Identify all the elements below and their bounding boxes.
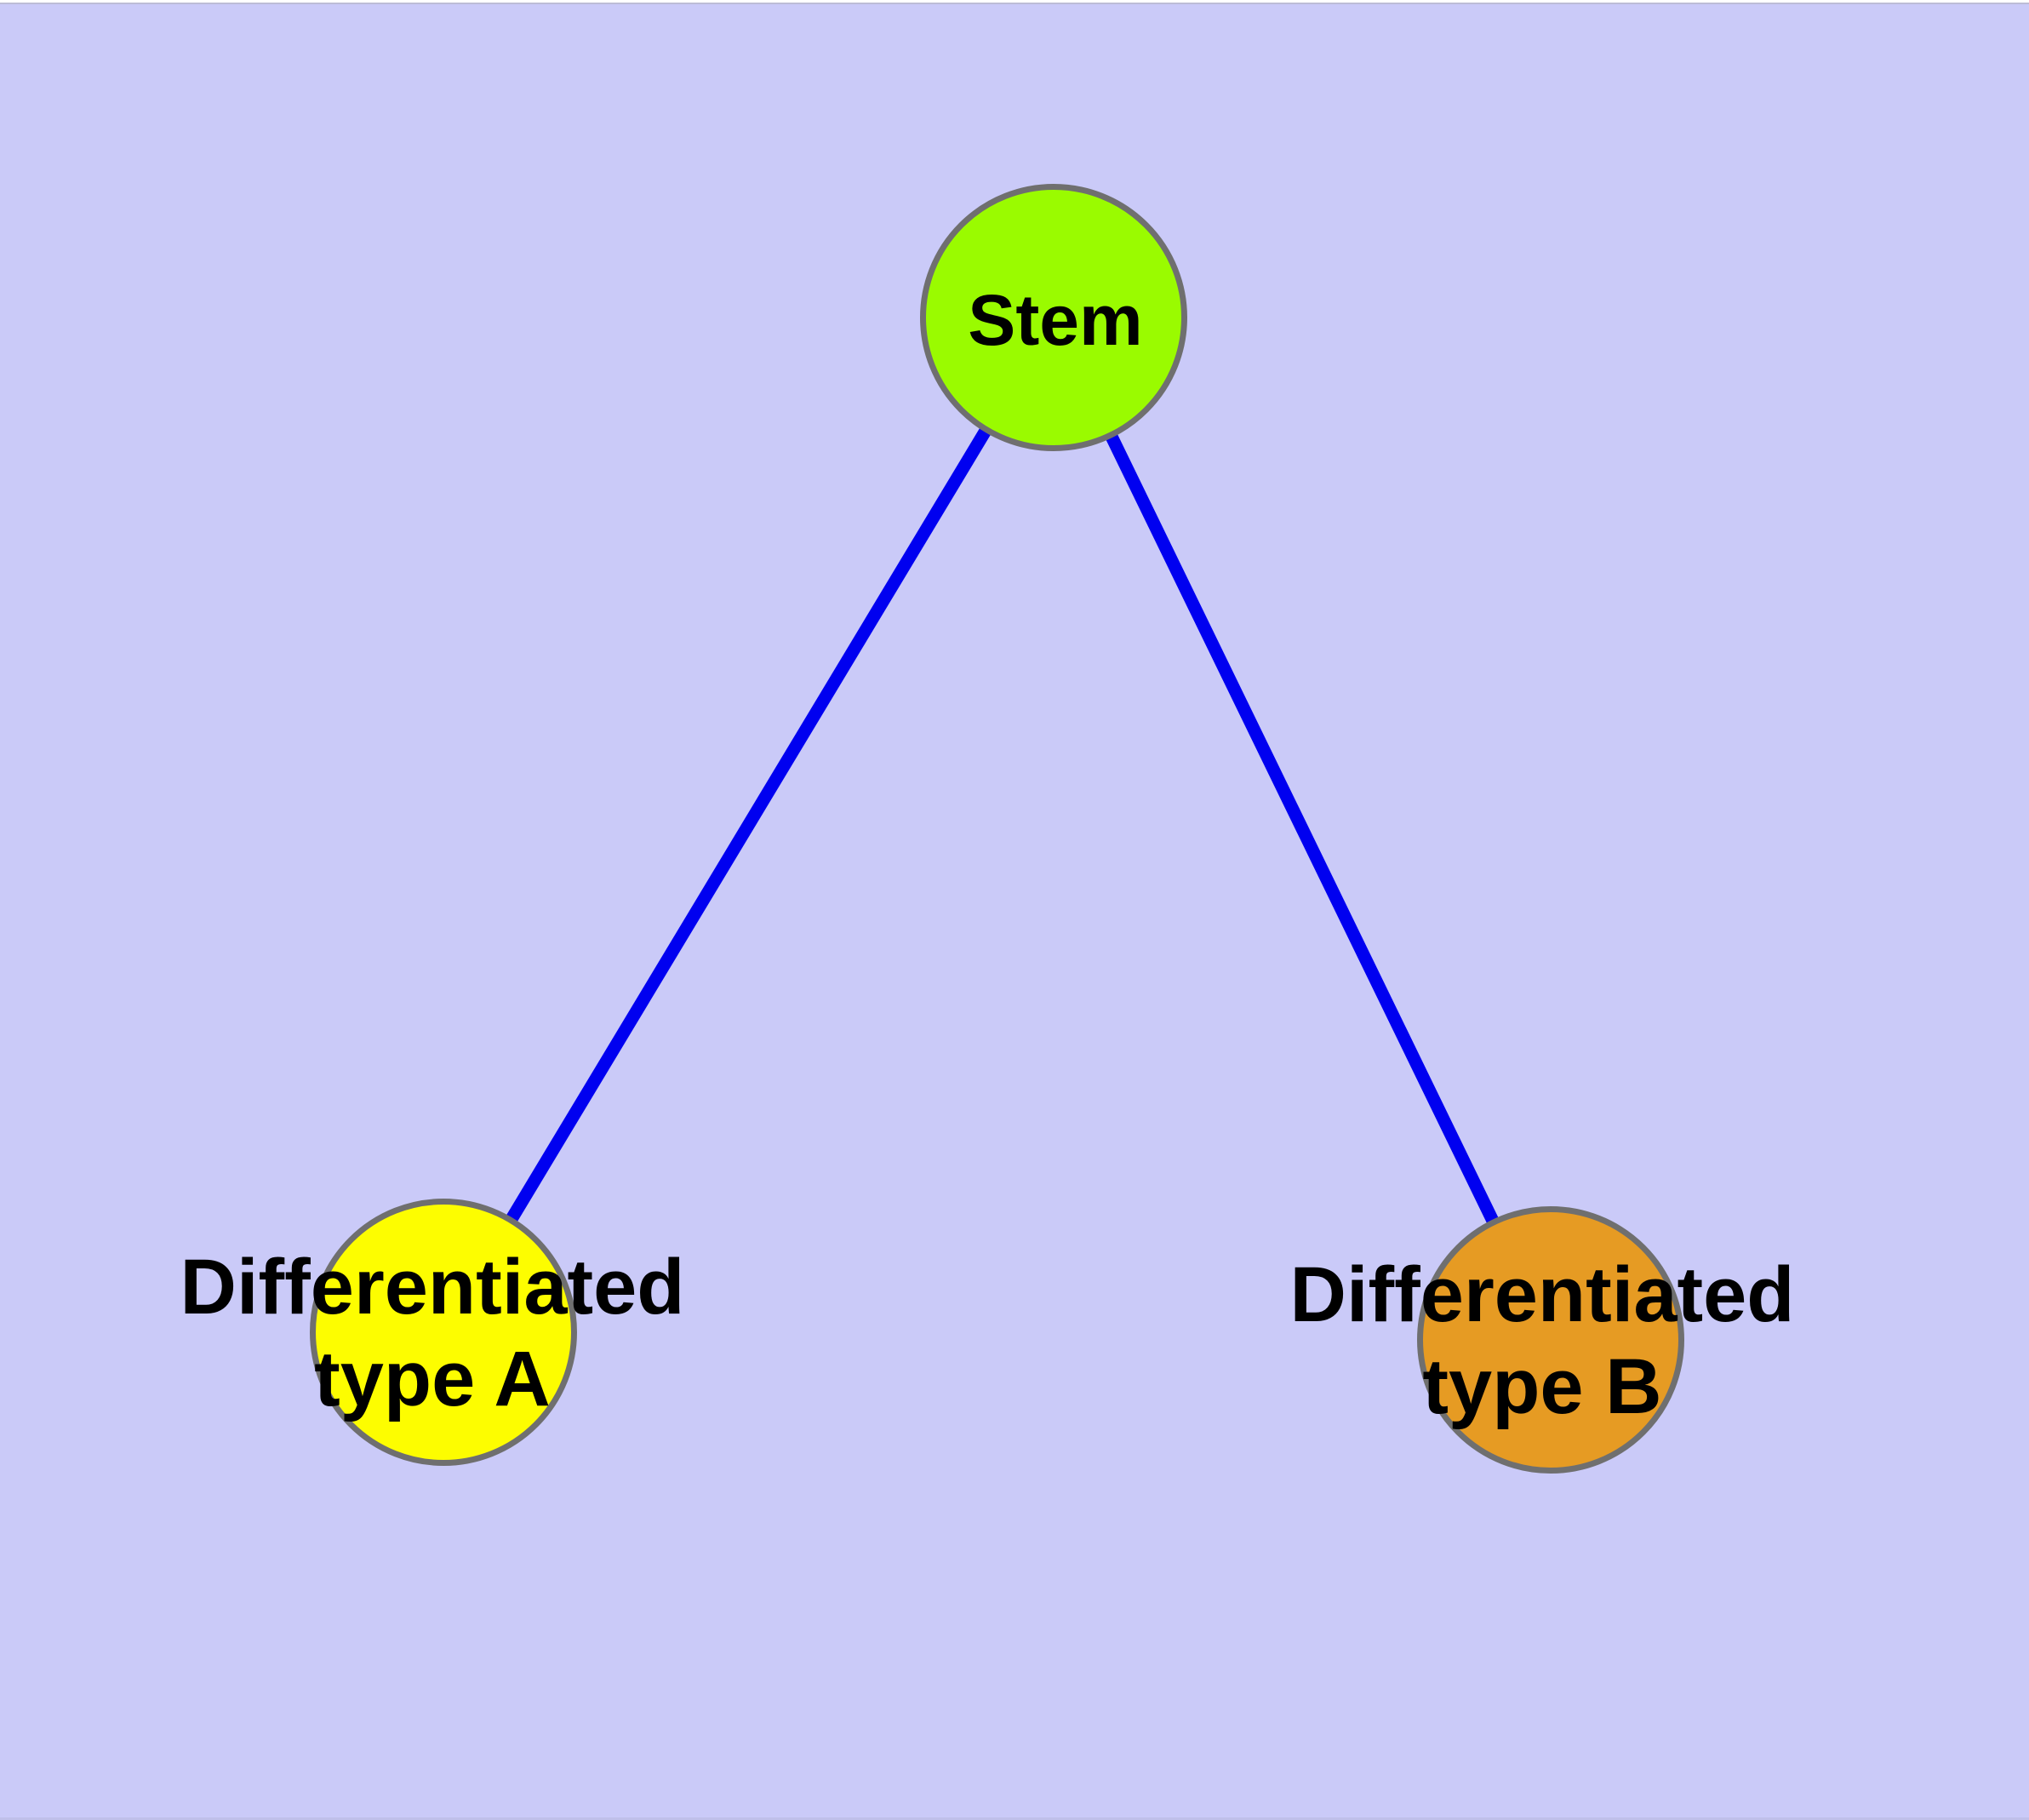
screen-bottom-edge-shade: [0, 1817, 2029, 1820]
node-type-a-circle: [310, 1199, 577, 1466]
node-type-b-circle: [1417, 1206, 1684, 1474]
node-type-b-label: Differentiated type B: [1289, 1251, 1795, 1430]
edge-stem-to-type-b: [1048, 314, 1557, 1343]
screen-top-edge-highlight: [0, 0, 2029, 3]
edge-stem-to-type-a: [437, 314, 1060, 1336]
screen-top-edge-shade: [0, 3, 2029, 4]
node-stem-circle: [920, 184, 1187, 451]
node-stem-label: Stem: [968, 280, 1143, 360]
node-type-a-label: Differentiated type A: [180, 1244, 685, 1422]
